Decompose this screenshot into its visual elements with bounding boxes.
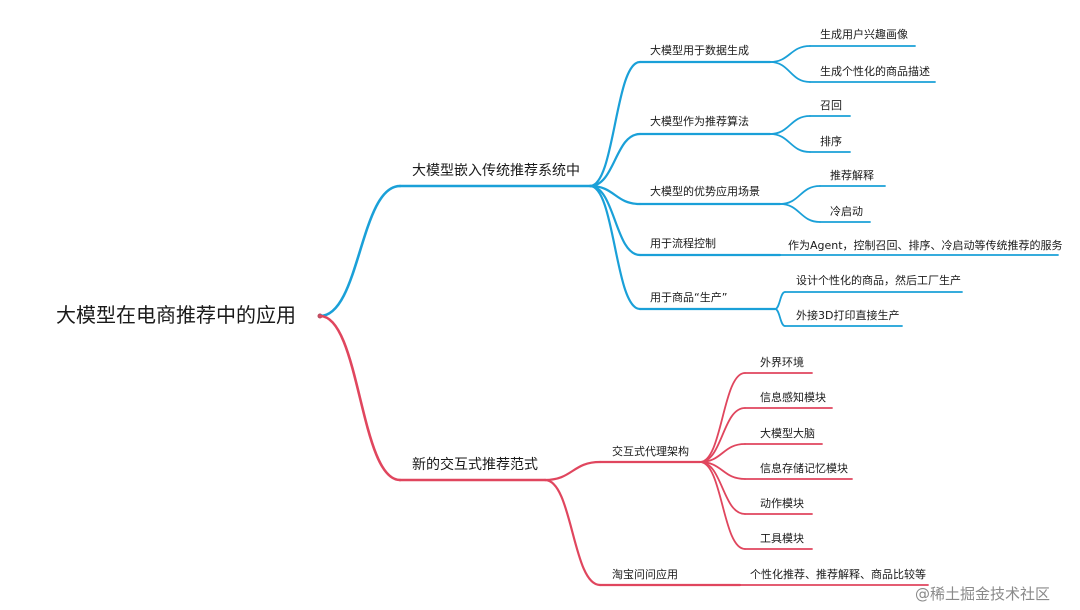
- leaf-personalized-description: 生成个性化的商品描述: [820, 65, 930, 78]
- leaf-perception-module: 信息感知模块: [760, 391, 826, 404]
- leaf-3d-printing: 外接3D打印直接生产: [796, 309, 900, 322]
- edge-to-personalized-goods: [774, 291, 786, 310]
- node-interactive-agent-architecture: 交互式代理架构: [612, 445, 689, 458]
- leaf-tool-module: 工具模块: [760, 532, 804, 545]
- edge-to-cold-start: [779, 203, 821, 223]
- edge-embed-to-data-generation: [588, 60, 642, 188]
- edge-to-recall: [769, 115, 811, 135]
- edge-to-tool-module: [699, 461, 746, 550]
- edge-root-to-embed: [318, 184, 402, 318]
- leaf-taobao-features: 个性化推荐、推荐解释、商品比较等: [750, 568, 926, 581]
- leaf-memory-module: 信息存储记忆模块: [760, 462, 848, 475]
- edge-to-user-interest-profile: [769, 45, 811, 63]
- leaf-ranking: 排序: [820, 135, 842, 148]
- leaf-recall: 召回: [820, 99, 842, 112]
- node-product-production: 用于商品“生产”: [650, 291, 728, 304]
- leaf-cold-start: 冷启动: [830, 205, 863, 218]
- edge-embed-to-product-production: [588, 184, 642, 311]
- watermark: @稀土掘金技术社区: [915, 585, 1051, 603]
- branch-interactive-paradigm: 新的交互式推荐范式: [412, 457, 538, 473]
- leaf-environment: 外界环境: [760, 356, 804, 369]
- edge-to-personalized-description: [769, 61, 811, 83]
- edge-interactive-to-agent-architecture: [543, 460, 602, 482]
- leaf-personalized-goods: 设计个性化的商品，然后工厂生产: [796, 274, 961, 287]
- root-topic: 大模型在电商推荐中的应用: [56, 303, 296, 327]
- leaf-recommend-explanation: 推荐解释: [830, 169, 874, 182]
- edge-to-ranking: [769, 133, 811, 153]
- node-advantage-scenarios: 大模型的优势应用场景: [650, 185, 760, 198]
- leaf-action-module: 动作模块: [760, 497, 804, 510]
- edge-to-perception-module: [699, 407, 746, 463]
- leaf-llm-brain: 大模型大脑: [760, 427, 815, 440]
- leaf-agent-control: 作为Agent，控制召回、排序、冷启动等传统推荐的服务: [788, 239, 1063, 252]
- node-data-generation: 大模型用于数据生成: [650, 44, 749, 57]
- edge-to-recommend-explanation: [779, 185, 821, 205]
- edge-to-3d-printing: [774, 308, 786, 327]
- node-recommend-algorithm: 大模型作为推荐算法: [650, 115, 749, 128]
- edge-interactive-to-taobao: [543, 478, 602, 587]
- node-flow-control: 用于流程控制: [650, 237, 716, 250]
- branch-embed-traditional: 大模型嵌入传统推荐系统中: [412, 163, 580, 179]
- edge-root-to-interactive: [318, 314, 402, 482]
- edge-embed-to-recommend-algorithm: [588, 132, 642, 188]
- leaf-user-interest-profile: 生成用户兴趣画像: [820, 28, 908, 41]
- node-taobao-wenwen: 淘宝问问应用: [612, 568, 678, 581]
- edge-to-environment: [699, 372, 746, 463]
